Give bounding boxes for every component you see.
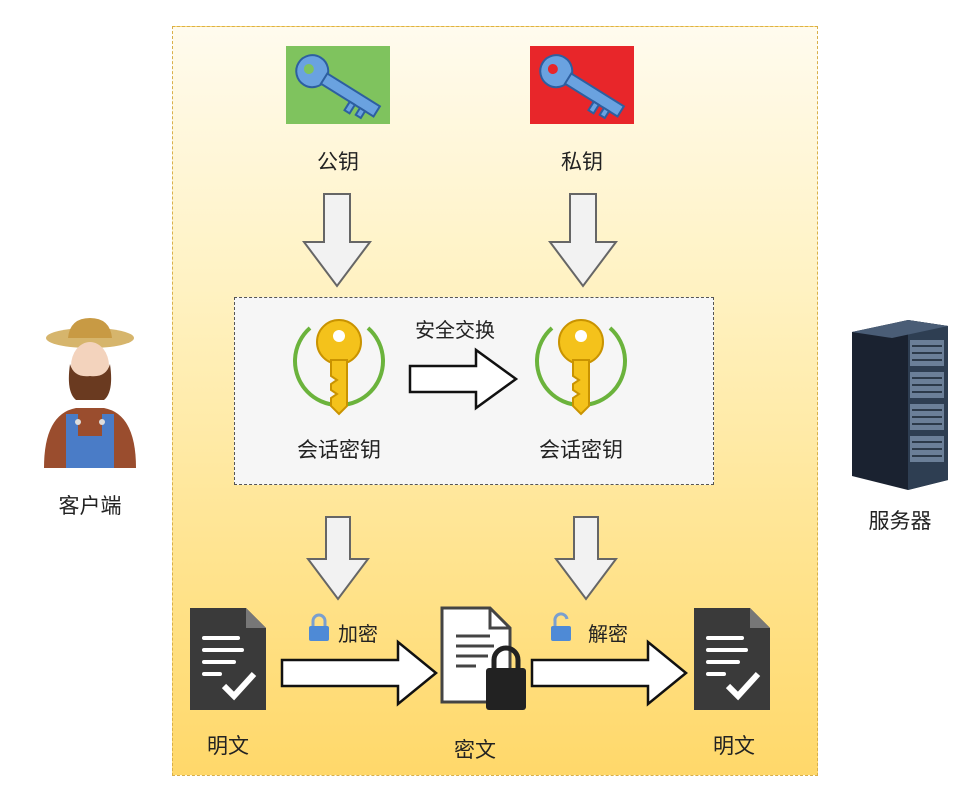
farmer-avatar-icon [44, 318, 136, 468]
private-key-label: 私钥 [561, 150, 603, 174]
client-label: 客户端 [58, 494, 122, 518]
session-key-left-icon [293, 319, 385, 416]
private-to-session-arrow-icon [548, 193, 618, 288]
lock-open-icon [551, 612, 571, 641]
session-to-encrypt-arrow-icon [306, 516, 370, 601]
lock-closed-icon [309, 613, 329, 641]
exchange-arrow-icon [408, 347, 519, 411]
decrypt-label: 解密 [588, 622, 628, 646]
ciphertext-document-icon [440, 606, 526, 710]
session-key-left-label: 会话密钥 [297, 438, 381, 462]
plaintext-left-label: 明文 [207, 734, 249, 758]
server-label: 服务器 [868, 509, 932, 533]
decrypt-arrow-icon [530, 639, 688, 707]
public-key-icon [286, 46, 390, 124]
plaintext-right-document-icon [694, 608, 770, 710]
plaintext-right-label: 明文 [713, 734, 755, 758]
encrypt-arrow-icon [280, 639, 438, 707]
private-key-icon [530, 46, 634, 124]
secure-exchange-label: 安全交换 [415, 318, 495, 342]
public-to-session-arrow-icon [302, 193, 372, 288]
session-key-right-label: 会话密钥 [539, 438, 623, 462]
server-rack-icon [852, 320, 948, 490]
session-to-decrypt-arrow-icon [554, 516, 618, 601]
encrypt-label: 加密 [338, 622, 378, 646]
ciphertext-label: 密文 [454, 738, 496, 762]
public-key-label: 公钥 [317, 150, 359, 174]
session-key-right-icon [535, 319, 627, 416]
plaintext-left-document-icon [190, 608, 266, 710]
